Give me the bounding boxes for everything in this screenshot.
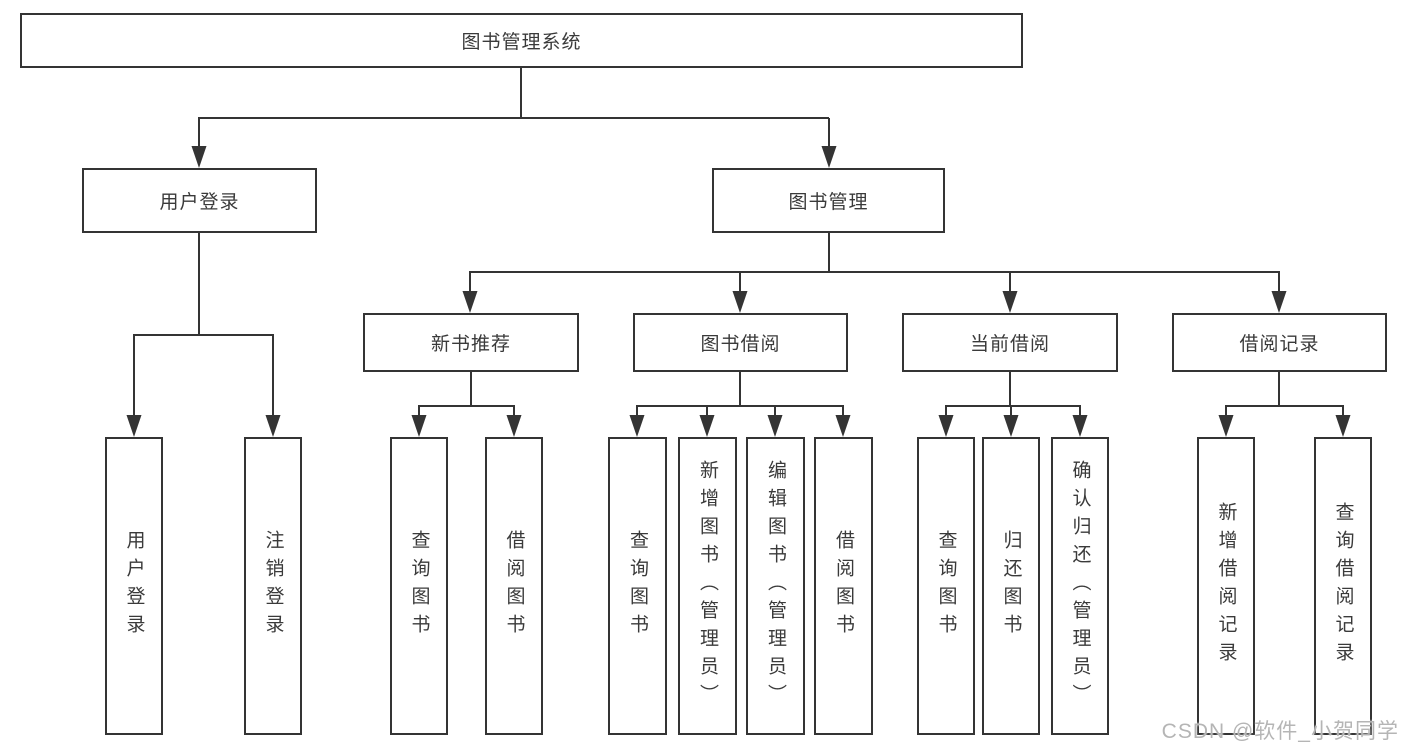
connector-borrowrecord-to-leaves bbox=[1225, 372, 1344, 431]
arrowhead-icon bbox=[191, 146, 207, 168]
leaf-confirm-return-admin: 确认归还（管理员） bbox=[1051, 437, 1109, 735]
arrowhead-icon bbox=[699, 415, 715, 437]
arrowhead-icon bbox=[835, 415, 851, 437]
node-borrowing-records: 借阅记录 bbox=[1172, 313, 1387, 372]
node-current-borrowing-label: 当前借阅 bbox=[969, 334, 1050, 355]
leaf-user-login: 用户登录 bbox=[105, 437, 163, 735]
leaf-query-book-1-label: 查询图书 bbox=[408, 530, 430, 642]
leaf-return-book: 归还图书 bbox=[982, 437, 1040, 735]
connector-bookmgmt-to-level3 bbox=[469, 233, 1280, 307]
arrowhead-icon bbox=[462, 291, 478, 313]
arrowhead-icon bbox=[732, 291, 748, 313]
node-borrowing-records-label: 借阅记录 bbox=[1239, 334, 1320, 355]
leaf-borrow-book-2: 借阅图书 bbox=[814, 437, 873, 735]
connector-userlogin-to-leaves bbox=[133, 233, 274, 431]
arrowhead-icon bbox=[1271, 291, 1287, 313]
leaf-add-borrow-record-label: 新增借阅记录 bbox=[1215, 502, 1237, 670]
arrowhead-icon bbox=[1003, 415, 1019, 437]
node-root: 图书管理系统 bbox=[20, 13, 1023, 68]
leaf-borrow-book-2-label: 借阅图书 bbox=[833, 530, 854, 642]
connector-newbookrec-to-leaves bbox=[418, 372, 515, 431]
connector-bookborrow-to-leaves bbox=[636, 372, 844, 431]
arrowhead-icon bbox=[1002, 291, 1018, 313]
leaf-query-book-2: 查询图书 bbox=[608, 437, 667, 735]
leaf-query-book-2-label: 查询图书 bbox=[627, 530, 648, 642]
leaf-add-book-admin: 新增图书（管理员） bbox=[678, 437, 737, 735]
node-user-login-label: 用户登录 bbox=[159, 192, 240, 213]
connector-root-to-level2 bbox=[198, 68, 830, 162]
arrowhead-icon bbox=[265, 415, 281, 437]
arrowhead-icon bbox=[767, 415, 783, 437]
csdn-watermark: CSDN @软件_小贺同学 bbox=[1161, 720, 1399, 743]
leaf-edit-book-admin: 编辑图书（管理员） bbox=[746, 437, 805, 735]
leaf-confirm-return-admin-label: 确认归还（管理员） bbox=[1069, 460, 1091, 712]
leaf-query-borrow-record-label: 查询借阅记录 bbox=[1332, 502, 1354, 670]
leaf-add-borrow-record: 新增借阅记录 bbox=[1197, 437, 1255, 735]
leaf-add-book-admin-label: 新增图书（管理员） bbox=[697, 460, 718, 712]
leaf-borrow-book-1: 借阅图书 bbox=[485, 437, 543, 735]
arrowhead-icon bbox=[126, 415, 142, 437]
node-book-borrowing: 图书借阅 bbox=[633, 313, 848, 372]
leaf-logout-label: 注销登录 bbox=[262, 530, 284, 642]
node-root-label: 图书管理系统 bbox=[461, 32, 582, 53]
arrowhead-icon bbox=[629, 415, 645, 437]
node-book-management-label: 图书管理 bbox=[788, 192, 869, 213]
leaf-borrow-book-1-label: 借阅图书 bbox=[503, 530, 525, 642]
node-user-login: 用户登录 bbox=[82, 168, 317, 233]
arrowhead-icon bbox=[506, 415, 522, 437]
node-new-book-recommend: 新书推荐 bbox=[363, 313, 579, 372]
leaf-query-book-3: 查询图书 bbox=[917, 437, 975, 735]
node-book-management: 图书管理 bbox=[712, 168, 945, 233]
leaf-user-login-label: 用户登录 bbox=[123, 530, 145, 642]
leaf-return-book-label: 归还图书 bbox=[1000, 530, 1022, 642]
arrowhead-icon bbox=[821, 146, 837, 168]
arrowhead-icon bbox=[411, 415, 427, 437]
arrowhead-icon bbox=[938, 415, 954, 437]
leaf-edit-book-admin-label: 编辑图书（管理员） bbox=[765, 460, 786, 712]
node-book-borrowing-label: 图书借阅 bbox=[700, 334, 781, 355]
arrowhead-icon bbox=[1335, 415, 1351, 437]
node-current-borrowing: 当前借阅 bbox=[902, 313, 1118, 372]
leaf-query-book-1: 查询图书 bbox=[390, 437, 448, 735]
leaf-query-book-3-label: 查询图书 bbox=[935, 530, 957, 642]
leaf-query-borrow-record: 查询借阅记录 bbox=[1314, 437, 1372, 735]
leaf-logout: 注销登录 bbox=[244, 437, 302, 735]
arrowhead-icon bbox=[1218, 415, 1234, 437]
arrowhead-icon bbox=[1072, 415, 1088, 437]
node-new-book-recommend-label: 新书推荐 bbox=[430, 334, 511, 355]
